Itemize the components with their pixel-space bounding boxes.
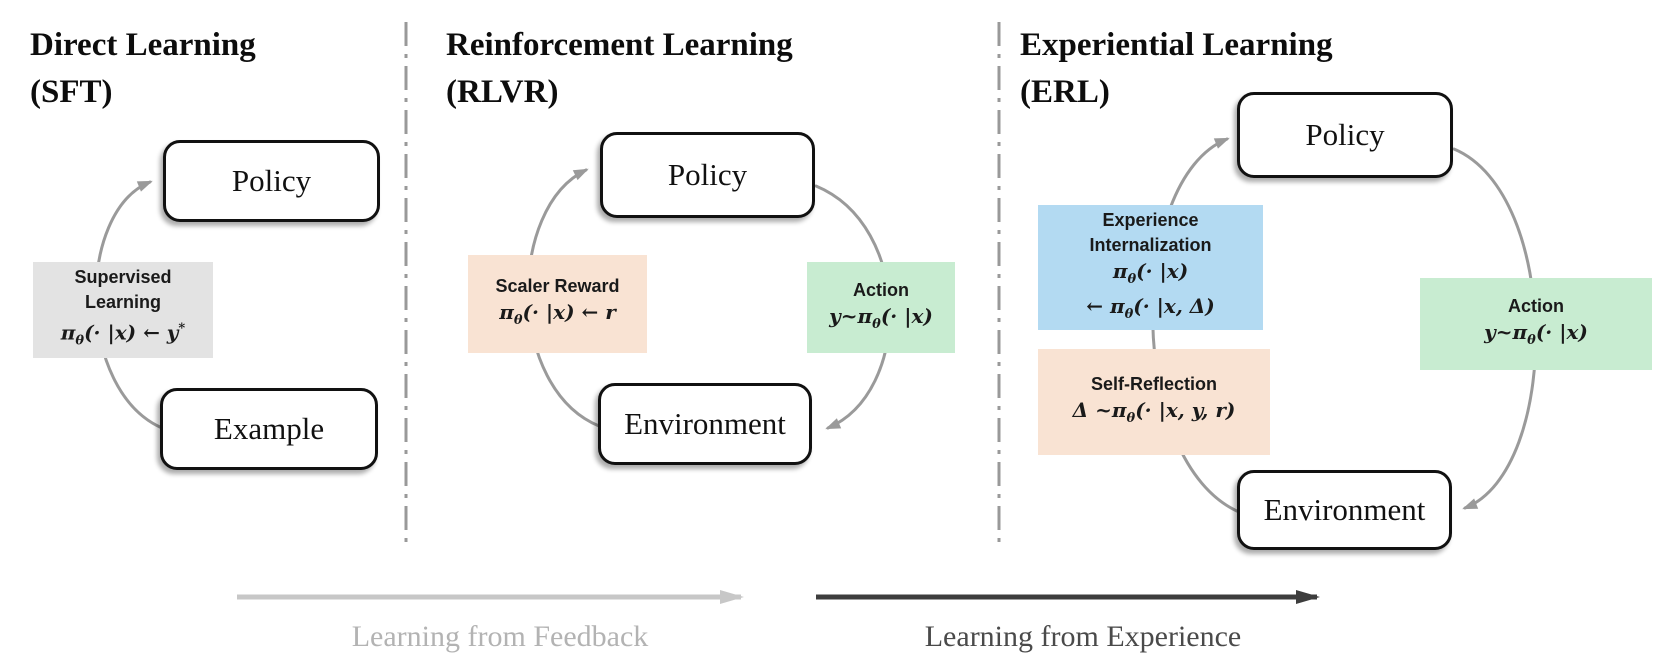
sft-policy-node: Policy [163,140,380,222]
formula-part: y~ [1484,320,1513,344]
internalization-formula-line2: ← πθ(· |x, Δ) [1086,293,1215,328]
erl-environment-node: Environment [1237,470,1452,550]
sft-example-label: Example [213,411,325,446]
rlvr-environment-node: Environment [598,383,812,465]
formula-part: (· |x) [1136,258,1189,283]
supervised-formula: πθ(· |x) ← y* [61,315,185,355]
erl-action-label: Action [1508,296,1564,316]
formula-part: ← [1086,293,1110,318]
formula-part: (· |x, Δ) [1133,293,1215,318]
sft-example-node: Example [160,388,378,470]
self-reflection-label: Self-Reflection [1090,374,1218,394]
erl-environment-label: Environment [1263,492,1426,527]
supervised-learning-box: Supervised Learning πθ(· |x) ← y* [33,262,213,358]
scaler-reward-formula: πθ(· |x) ← r [499,299,616,334]
internalization-label-line2: Internalization [1089,234,1212,255]
formula-part: θ [1124,306,1134,322]
erl-action-formula: y~πθ(· |x) [1484,319,1588,354]
scaler-reward-label: Scaler Reward [495,276,620,296]
formula-part: (· |x) ← r [522,300,616,324]
rlvr-action-box: Action y~πθ(· |x) [807,262,955,353]
rlvr-title-line1: Reinforcement Learning [446,27,793,63]
sft-title-line2: (SFT) [30,74,113,110]
formula-part: π [499,300,514,324]
formula-part: Δ ~ [1072,398,1112,422]
supervised-label-line1: Supervised [74,267,172,288]
self-reflection-formula: Δ ~πθ(· |x, y, r) [1073,397,1236,432]
formula-part: (· |x) [1535,320,1588,344]
rlvr-title-line2: (RLVR) [446,74,559,110]
formula-part: π [857,303,873,328]
formula-part: (· |x) [880,303,933,328]
formula-part: y~ [829,303,858,328]
erl-title-line1: Experiential Learning [1020,27,1333,63]
formula-part: π [1111,398,1127,422]
formula-part: π [1112,258,1128,283]
rlvr-policy-node: Policy [600,132,815,218]
formula-part: θ [75,333,85,349]
formula-part: θ [872,316,881,332]
formula-part: (· |x, y, r) [1135,398,1236,422]
experience-internalization-box: Experience Internalization πθ(· |x) ← πθ… [1038,205,1263,330]
sft-policy-label: Policy [231,163,312,198]
self-reflection-box: Self-Reflection Δ ~πθ(· |x, y, r) [1038,349,1270,455]
rlvr-environment-label: Environment [624,406,786,441]
erl-policy-node: Policy [1237,92,1453,178]
formula-part: π [60,320,76,345]
formula-part: π [1109,293,1125,318]
formula-part: (· |x) ← y [84,320,179,345]
internalization-formula-line1: πθ(· |x) [1113,258,1188,293]
feedback-axis-label: Learning from Feedback [351,620,649,653]
internalization-label-line1: Experience [1102,209,1199,230]
scaler-reward-box: Scaler Reward πθ(· |x) ← r [468,255,647,353]
rlvr-policy-label: Policy [667,157,748,192]
formula-part: θ [1127,271,1137,287]
rlvr-action-formula: y~πθ(· |x) [829,303,933,338]
erl-action-box: Action y~πθ(· |x) [1420,278,1652,370]
sft-panel-title: Direct Learning (SFT) [30,22,256,116]
formula-part: θ [1126,411,1136,426]
erl-title-line2: (ERL) [1020,74,1110,110]
experience-axis-label: Learning from Experience [924,620,1242,653]
supervised-label-line2: Learning [84,292,161,313]
formula-part: * [178,321,186,337]
erl-panel-title: Experiential Learning (ERL) [1020,22,1333,116]
formula-part: θ [1527,333,1536,348]
formula-part: θ [513,313,523,328]
rlvr-action-label: Action [853,279,909,300]
formula-part: π [1512,320,1528,344]
rlvr-panel-title: Reinforcement Learning (RLVR) [446,22,793,116]
erl-policy-label: Policy [1305,117,1385,152]
sft-title-line1: Direct Learning [30,27,256,63]
